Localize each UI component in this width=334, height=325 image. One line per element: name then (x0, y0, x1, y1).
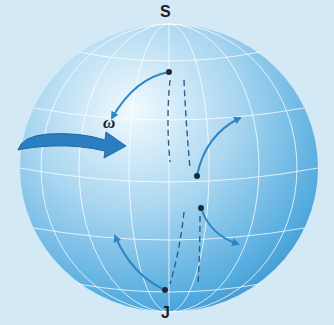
pole-label: S (160, 4, 171, 20)
pole-label: J (161, 305, 170, 321)
angular-velocity-label: ω (103, 114, 115, 131)
